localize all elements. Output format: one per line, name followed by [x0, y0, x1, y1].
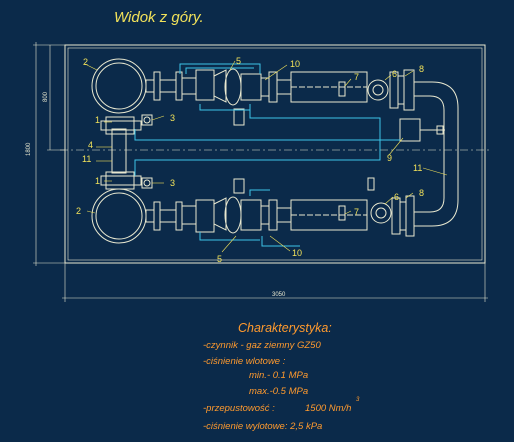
- impulse-lines: [134, 63, 400, 247]
- label-1-top: 1: [95, 115, 100, 125]
- label-7-top: 7: [354, 72, 359, 82]
- label-7-bottom: 7: [354, 207, 359, 217]
- frame: [64, 44, 486, 264]
- label-9: 9: [387, 153, 392, 163]
- label-11-right: 11: [413, 163, 422, 173]
- label-2-top: 2: [83, 57, 88, 67]
- return-pipe: [367, 81, 459, 227]
- label-8-bottom: 8: [419, 188, 424, 198]
- label-1-bottom: 1: [95, 176, 100, 186]
- top-line-equipment: [91, 58, 415, 174]
- label-4: 4: [88, 140, 93, 150]
- label-5-top: 5: [236, 56, 241, 66]
- dimension-width: 3050: [272, 292, 286, 298]
- label-3-top: 3: [170, 113, 175, 123]
- label-2-bottom: 2: [76, 206, 81, 216]
- label-6-top: 6: [392, 69, 397, 79]
- label-10-bottom: 10: [292, 248, 302, 258]
- label-11-left: 11: [82, 154, 91, 164]
- label-3-bottom: 3: [170, 178, 175, 188]
- leader-lines: [84, 60, 448, 253]
- dimension-lines: [33, 42, 490, 302]
- dimension-height-total: 1800: [26, 142, 32, 156]
- bottom-line-equipment: [91, 171, 415, 244]
- label-8-top: 8: [419, 64, 424, 74]
- label-10-top: 10: [290, 59, 300, 69]
- label-5-bottom: 5: [217, 254, 222, 264]
- page-title: Widok z góry.: [114, 9, 204, 26]
- dimension-height-part: 800: [43, 91, 49, 102]
- label-6-bottom: 6: [394, 192, 399, 202]
